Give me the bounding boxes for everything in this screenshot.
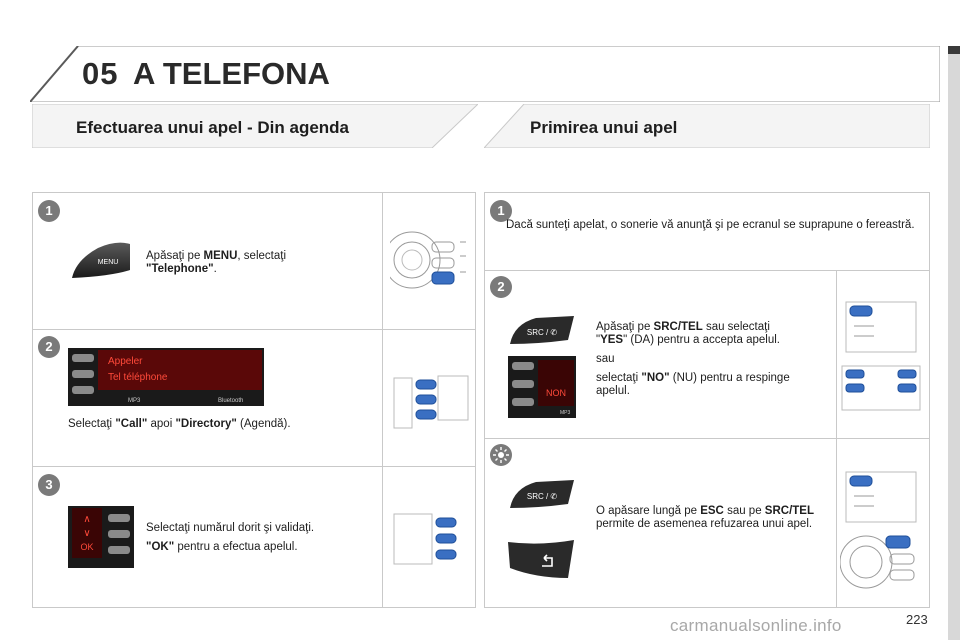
menu-label: MENU — [98, 259, 119, 266]
r3-srctel: SRC/TEL — [764, 505, 814, 517]
button-panel-diagram-3 — [393, 513, 457, 565]
r2-mid: sau selectaţi — [702, 321, 770, 333]
right-mp3-label: MP3 — [560, 410, 571, 416]
chapter-title: A TELEFONA — [133, 56, 330, 91]
right-section-bar — [484, 104, 930, 148]
step-badge-1: 1 — [38, 200, 60, 222]
src-button-image: SRC / ✆ — [510, 316, 574, 344]
step3-post: pentru a efectua apelul. — [174, 541, 298, 553]
right-section-title: Primirea unui apel — [530, 118, 678, 137]
r3-esc: ESC — [700, 505, 724, 517]
chapter-number: 05 — [82, 56, 119, 91]
left-row-sep-2 — [32, 466, 476, 467]
r2-post2: (NU) pentru a respinge apelul. — [596, 372, 790, 397]
r2-no: "NO" — [641, 372, 670, 384]
left-section-title: Efectuarea unui apel - Din agenda — [76, 118, 350, 137]
radio-diagram-3 — [840, 471, 917, 589]
side-tab-marker — [948, 46, 960, 54]
r2-q1: " — [596, 334, 601, 346]
src-label-2: SRC / ✆ — [527, 492, 558, 501]
left-row-sep-1 — [32, 329, 476, 330]
step2-post: (Agendă). — [236, 418, 291, 430]
radio-diagram-2 — [841, 301, 921, 411]
step2-call: "Call" — [115, 418, 148, 430]
r3-post: permite de asemenea refuzarea unui apel. — [596, 518, 813, 530]
step1-menu: MENU — [203, 250, 238, 262]
right-step1-text: Dacă sunteţi apelat, o sonerie vă anunţă… — [506, 219, 915, 231]
page-number: 223 — [906, 612, 928, 627]
step2-text: Selectaţi "Call" apoi "Directory" (Agend… — [68, 418, 368, 431]
step1-pre: Apăsaţi pe — [146, 250, 204, 262]
right-step-badge-1: 1 — [490, 200, 512, 222]
button-panel-diagram-2 — [393, 375, 469, 429]
step1-text: Apăsaţi pe MENU, selectaţi "Telephone". — [146, 250, 366, 276]
right-panel-divider — [836, 270, 837, 608]
step2-directory: "Directory" — [175, 418, 237, 430]
src-label: SRC / ✆ — [527, 328, 558, 337]
r2-q2: " — [623, 334, 628, 346]
right-row-sep-1 — [484, 270, 930, 271]
left-section-bar — [32, 104, 478, 148]
step1-post: . — [213, 263, 217, 275]
step3-text: Selectaţi numărul dorit şi validaţi. "OK… — [146, 522, 366, 554]
step3-ok: "OK" — [146, 541, 175, 553]
header-banner — [30, 46, 940, 102]
step2-pre: Selectaţi — [68, 418, 116, 430]
r2-pre2: selectaţi — [596, 372, 642, 384]
r2-yes: YES — [600, 334, 624, 346]
r2-pre: Apăsaţi pe — [596, 321, 654, 333]
right-row-sep-2 — [484, 438, 930, 439]
svg-text:∨: ∨ — [83, 528, 90, 539]
esc-button-image — [508, 540, 574, 578]
r3-pre: O apăsare lungă pe — [596, 505, 701, 517]
step-badge-3: 3 — [38, 474, 60, 496]
menu-button-image: MENU — [72, 242, 130, 278]
ok-label: OK — [80, 542, 93, 552]
r2-srctel: SRC/TEL — [653, 321, 703, 333]
right-step-badge-2: 2 — [490, 276, 512, 298]
mp3-label: MP3 — [128, 398, 141, 404]
r2-or: sau — [596, 353, 615, 365]
r3-mid: sau pe — [723, 505, 765, 517]
display-non-image: NON MP3 — [508, 356, 576, 418]
step2-mid: apoi — [147, 418, 176, 430]
display-appeler-image: Appeler Tel téléphone MP3 Bluetooth — [68, 348, 264, 406]
tel-label: Tel téléphone — [108, 372, 168, 383]
bluetooth-label: Bluetooth — [218, 398, 243, 404]
non-label: NON — [546, 388, 566, 398]
step3-line1: Selectaţi numărul dorit şi validaţi. — [146, 522, 315, 534]
display-ok-image: ∧ ∨ OK — [68, 506, 134, 568]
r2-post: (DA) pentru a accepta apelul. — [627, 334, 780, 346]
appeler-label: Appeler — [108, 356, 143, 367]
radio-dial-diagram-1 — [390, 231, 466, 289]
step1-mid: , selectaţi — [237, 250, 286, 262]
svg-text:∧: ∧ — [83, 514, 90, 525]
right-step2-text: Apăsaţi pe SRC/TEL sau selectaţi "YES" (D… — [596, 321, 824, 398]
tip-icon — [490, 444, 512, 466]
step1-telephone: "Telephone" — [146, 263, 214, 275]
step-badge-2: 2 — [38, 336, 60, 358]
right-step3-text: O apăsare lungă pe ESC sau pe SRC/TEL pe… — [596, 505, 824, 531]
watermark: carmanualsonline.info — [670, 616, 842, 635]
src-button-image-2: SRC / ✆ — [510, 480, 574, 508]
side-tab — [948, 46, 960, 640]
left-panel-divider — [382, 192, 383, 608]
